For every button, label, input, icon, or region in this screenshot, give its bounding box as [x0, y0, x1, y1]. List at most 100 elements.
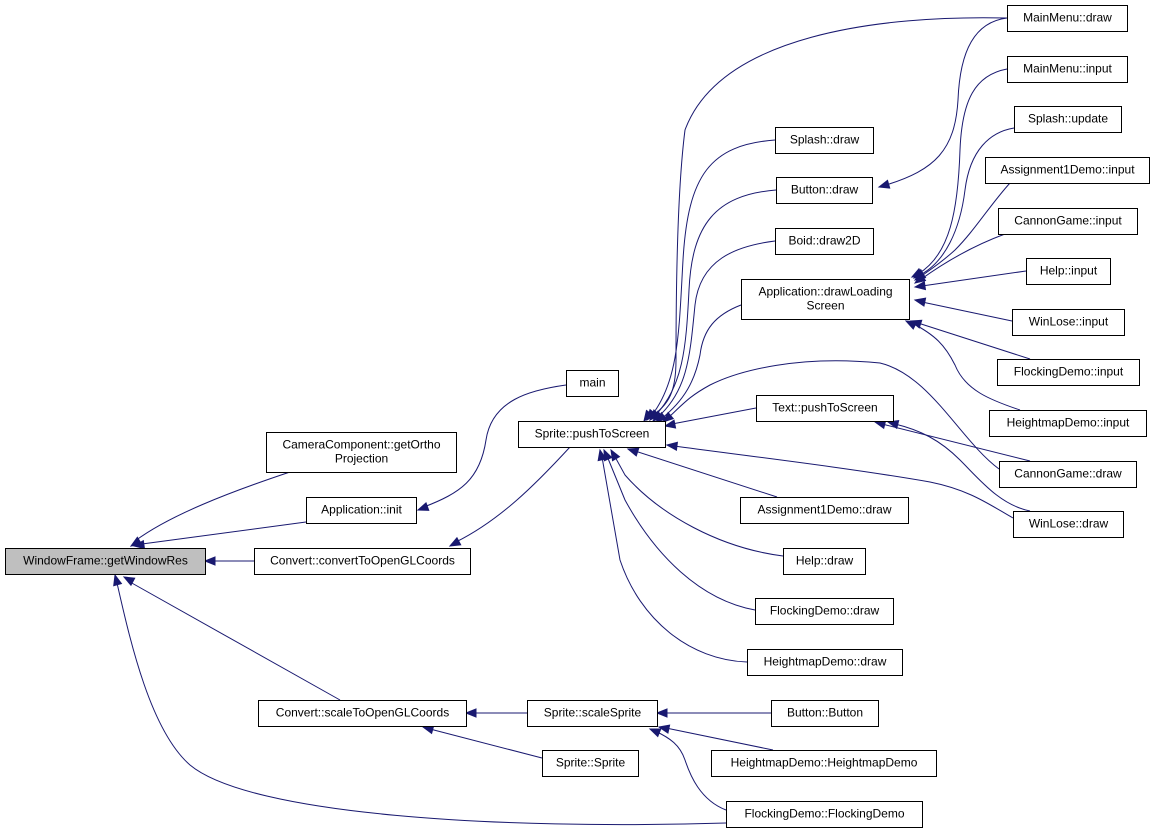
node-flockDraw[interactable]: FlockingDemo::draw: [755, 598, 894, 625]
node-buttonDraw[interactable]: Button::draw: [776, 177, 873, 204]
node-scaleSprite[interactable]: Sprite::scaleSprite: [527, 700, 658, 727]
node-mmInput[interactable]: MainMenu::input: [1007, 56, 1128, 83]
edge-helpInput-to-appLoading: [913, 270, 1027, 291]
node-splashUpdate[interactable]: Splash::update: [1014, 106, 1122, 133]
node-label: MainMenu::draw: [1023, 11, 1112, 25]
edge-convGL-to-root: [203, 556, 254, 566]
edge-mmDraw-to-buttonDraw: [877, 17, 1008, 189]
node-label: Convert::scaleToOpenGLCoords: [276, 706, 449, 720]
node-label: main: [579, 376, 605, 390]
node-main[interactable]: main: [566, 370, 619, 397]
edge-line: [129, 581, 341, 701]
node-cannonDraw[interactable]: CannonGame::draw: [999, 461, 1137, 488]
edge-a1Draw-to-push: [626, 447, 778, 498]
edge-spriteCtor-to-scaleGL: [421, 725, 543, 759]
edge-arrowhead: [610, 448, 621, 462]
node-convGL[interactable]: Convert::convertToOpenGLCoords: [254, 548, 471, 575]
edge-line: [141, 521, 307, 545]
edge-flockDraw-to-push: [603, 448, 756, 611]
node-flockCtor[interactable]: FlockingDemo::FlockingDemo: [726, 801, 923, 828]
node-label: Text::pushToScreen: [772, 401, 877, 415]
edge-textPush-to-push: [663, 407, 757, 429]
node-box: [997, 359, 1140, 386]
node-label: CannonGame::input: [1014, 214, 1122, 228]
node-box: [711, 750, 937, 777]
node-label: CameraComponent::getOrtho: [282, 438, 440, 452]
edge-line: [885, 17, 1008, 186]
node-label: FlockingDemo::draw: [770, 604, 880, 618]
node-cannonInput[interactable]: CannonGame::input: [998, 208, 1138, 235]
node-label: Splash::update: [1028, 112, 1108, 126]
edges-layer: [113, 17, 1031, 826]
node-winDraw[interactable]: WinLose::draw: [1013, 511, 1124, 538]
node-label: Sprite::scaleSprite: [544, 706, 642, 720]
edge-arrowhead: [663, 419, 677, 429]
node-box: [5, 548, 206, 575]
node-box: [258, 700, 467, 727]
node-splashDraw[interactable]: Splash::draw: [775, 127, 874, 154]
node-box: [254, 548, 471, 575]
node-helpDraw[interactable]: Help::draw: [783, 548, 866, 575]
node-a1Input[interactable]: Assignment1Demo::input: [985, 157, 1150, 184]
edge-scaleSprite-to-scaleGL: [464, 708, 527, 718]
edge-line: [921, 301, 1013, 322]
node-box: [518, 421, 666, 448]
node-hmInput[interactable]: HeightmapDemo::input: [989, 410, 1147, 437]
node-push[interactable]: Sprite::pushToScreen: [518, 421, 666, 448]
node-box: [542, 750, 639, 777]
node-box: [747, 649, 903, 676]
node-helpInput[interactable]: Help::input: [1026, 258, 1111, 285]
node-mmDraw[interactable]: MainMenu::draw: [1007, 5, 1128, 32]
node-label: Boid::draw2D: [788, 234, 860, 248]
node-box: [756, 395, 894, 422]
edge-arrowhead: [626, 447, 640, 457]
node-appInit[interactable]: Application::init: [306, 497, 417, 524]
node-label: HeightmapDemo::input: [1007, 416, 1130, 430]
edge-arrowhead: [877, 179, 891, 189]
node-label: WinLose::draw: [1029, 517, 1109, 531]
node-buttonCtor[interactable]: Button::Button: [771, 700, 879, 727]
node-box: [1012, 309, 1125, 336]
node-hmDraw[interactable]: HeightmapDemo::draw: [747, 649, 903, 676]
edge-line: [429, 728, 543, 759]
node-a1Draw[interactable]: Assignment1Demo::draw: [740, 497, 909, 524]
node-textPush[interactable]: Text::pushToScreen: [756, 395, 894, 422]
edge-arrowhead: [113, 573, 123, 587]
edge-line: [654, 730, 727, 811]
edge-cannonInput-to-appLoading: [913, 233, 1006, 284]
node-scaleGL[interactable]: Convert::scaleToOpenGLCoords: [258, 700, 467, 727]
nodes-layer: WindowFrame::getWindowRes CameraComponent…: [5, 5, 1150, 828]
node-box: [266, 432, 457, 473]
node-box: [783, 548, 866, 575]
node-label: CannonGame::draw: [1014, 467, 1122, 481]
node-spriteCtor[interactable]: Sprite::Sprite: [542, 750, 639, 777]
node-root[interactable]: WindowFrame::getWindowRes: [5, 548, 206, 575]
edge-arrowhead: [203, 556, 216, 566]
edge-line: [917, 68, 1008, 275]
node-boidDraw[interactable]: Boid::draw2D: [775, 228, 874, 255]
edge-hmCtor-to-scaleSprite: [657, 724, 774, 751]
node-box: [998, 208, 1138, 235]
node-flockInput[interactable]: FlockingDemo::input: [997, 359, 1140, 386]
edge-line: [919, 182, 1011, 278]
edge-line: [651, 139, 776, 416]
edge-line: [671, 407, 757, 425]
edge-arrowhead: [464, 708, 477, 718]
node-label: Screen: [806, 299, 844, 313]
edge-arrowhead: [655, 708, 668, 718]
node-label: Projection: [335, 452, 388, 466]
node-label: Sprite::pushToScreen: [535, 427, 650, 441]
edge-winDraw-to-push: [665, 441, 1014, 519]
edge-push-to-convGL: [448, 446, 571, 547]
edge-arrowhead: [665, 441, 678, 451]
edge-scaleGL-to-root: [122, 576, 341, 701]
node-winInput[interactable]: WinLose::input: [1012, 309, 1125, 336]
node-box: [771, 700, 879, 727]
edge-line: [919, 127, 1015, 276]
edge-line: [917, 322, 1031, 360]
node-label: HeightmapDemo::HeightmapDemo: [731, 756, 918, 770]
node-hmCtor[interactable]: HeightmapDemo::HeightmapDemo: [711, 750, 937, 777]
